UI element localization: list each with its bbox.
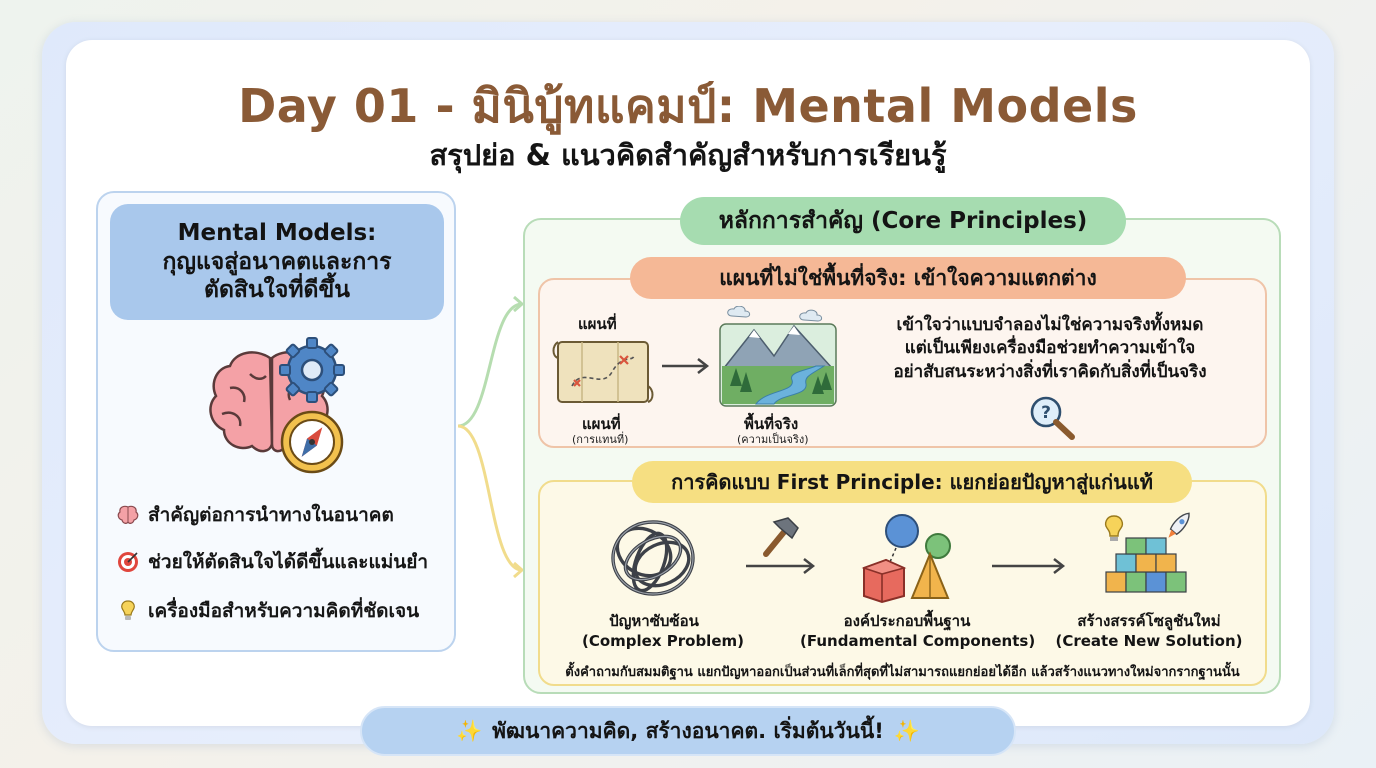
bullet-item-2: ช่วยให้ตัดสินใจได้ดีขึ้นและแม่นยำ (116, 547, 428, 577)
step-2-label-en: (Fundamental Components) (800, 632, 1036, 651)
footer-banner: ✨ พัฒนาความคิด, สร้างอนาคต. เริ่มต้นวันน… (360, 706, 1016, 756)
page-title: Day 01 - มินิบู้ทแคมป์: Mental Models (238, 79, 1138, 133)
step-1-label-en: (Complex Problem) (582, 632, 744, 651)
step-3-label: สร้างสรรค์โซลูชันใหม่ (Create New Soluti… (1054, 611, 1244, 652)
step-3-label-en: (Create New Solution) (1055, 632, 1243, 651)
tangled-knot-icon (611, 520, 695, 596)
sparkle-icon: ✨ (456, 718, 483, 743)
territory-label: พื้นที่จริง (744, 415, 799, 433)
step-3-label-th: สร้างสรรค์โซลูชันใหม่ (1077, 612, 1221, 630)
compass-icon (280, 410, 344, 474)
hammer-icon (763, 517, 799, 557)
description-line-2: แต่เป็นเพียงเครื่องมือช่วยทำความเข้าใจ (904, 338, 1196, 359)
sparkle-icon: ✨ (893, 718, 920, 743)
map-territory-title: แผนที่ไม่ใช่พื้นที่จริง: เข้าใจความแตกต่… (630, 257, 1186, 299)
gear-icon (279, 337, 345, 403)
arrow-right-icon (662, 358, 710, 374)
bullet-text-1: สำคัญต่อการนำทางในอนาคต (148, 504, 394, 526)
shapes-icon (861, 514, 951, 604)
territory-landscape-icon (719, 306, 837, 407)
left-title-line-2: กุญแจสู่อนาคตและการ (162, 248, 392, 275)
arrow-right-icon (992, 558, 1066, 574)
lightbulb-icon (121, 600, 135, 620)
left-title-line-3: ตัดสินใจที่ดีขึ้น (204, 277, 350, 304)
lightbulb-icon (1105, 515, 1123, 541)
brain-icon (117, 505, 139, 524)
territory-sublabel: (ความเป็นจริง) (737, 433, 809, 446)
branch-connector (457, 295, 525, 579)
step-1-label: ปัญหาซับซ้อน (Complex Problem) (582, 611, 744, 652)
magnifier-question-icon: ? (1030, 396, 1075, 440)
brain-gear-compass-icon (209, 337, 345, 474)
target-icon (118, 552, 138, 572)
map-top-label: แผนที่ (578, 315, 617, 333)
step-2-label: องค์ประกอบพื้นฐาน (Fundamental Component… (800, 611, 1036, 652)
map-label: แผนที่ (582, 415, 621, 433)
bullet-item-1: สำคัญต่อการนำทางในอนาคต (116, 500, 394, 530)
core-principles-title: หลักการสำคัญ (Core Principles) (680, 197, 1126, 245)
first-principle-footnote: ตั้งคำถามกับสมมติฐาน แยกปัญหาออกเป็นส่วน… (565, 665, 1240, 680)
left-title-line-1: Mental Models: (177, 219, 377, 246)
blocks-rocket-icon (1105, 512, 1190, 593)
map-sublabel: (การแทนที่) (572, 433, 629, 446)
map-icon (552, 341, 654, 403)
bullet-text-3: เครื่องมือสำหรับความคิดที่ชัดเจน (148, 600, 420, 622)
arrow-right-icon (746, 558, 816, 574)
description-line-3: อย่าสับสนระหว่างสิ่งที่เราคิดกับสิ่งที่เ… (893, 361, 1207, 382)
svg-text:?: ? (1041, 403, 1051, 423)
bullet-text-2: ช่วยให้ตัดสินใจได้ดีขึ้นและแม่นยำ (148, 551, 429, 573)
description-line-1: เข้าใจว่าแบบจำลองไม่ใช่ความจริงทั้งหมด (896, 315, 1204, 335)
rocket-icon (1168, 512, 1190, 538)
first-principle-title: การคิดแบบ First Principle: แยกย่อยปัญหาส… (632, 461, 1192, 503)
map-territory-section (538, 278, 1267, 448)
step-2-label-th: องค์ประกอบพื้นฐาน (843, 612, 971, 630)
step-1-label-th: ปัญหาซับซ้อน (609, 612, 699, 630)
page-subtitle: สรุปย่อ & แนวคิดสำคัญสำหรับการเรียนรู้ (429, 138, 947, 172)
footer-text: พัฒนาความคิด, สร้างอนาคต. เริ่มต้นวันนี้… (492, 718, 884, 743)
bullet-item-3: เครื่องมือสำหรับความคิดที่ชัดเจน (116, 596, 419, 626)
left-title-box: Mental Models: กุญแจสู่อนาคตและการ ตัดสิ… (110, 204, 444, 320)
map-territory-description: เข้าใจว่าแบบจำลองไม่ใช่ความจริงทั้งหมด แ… (860, 314, 1240, 384)
